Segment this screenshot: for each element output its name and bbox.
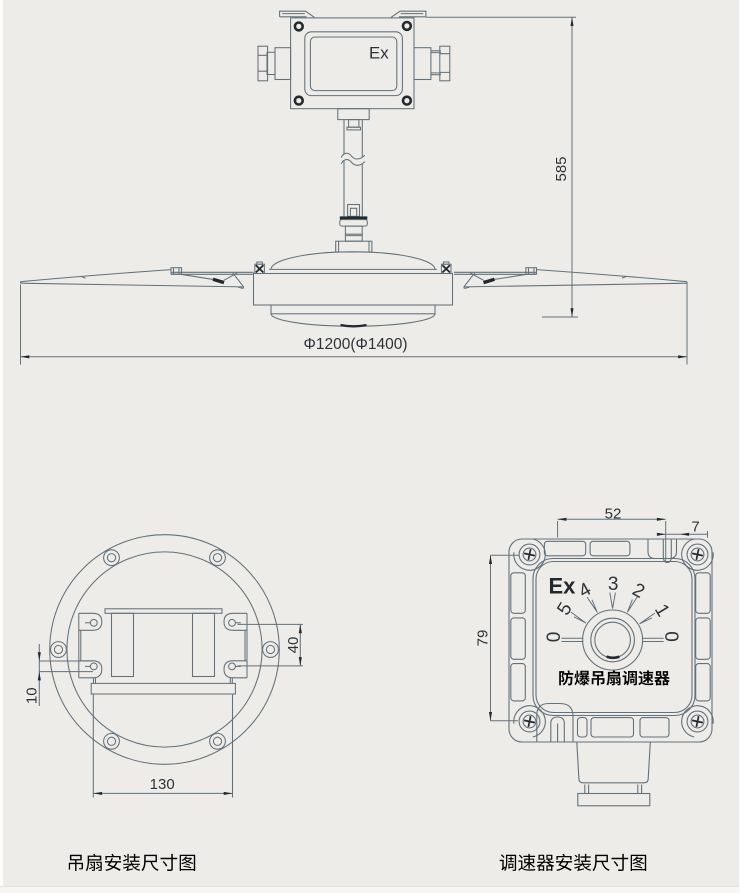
svg-text:4: 4 [575, 579, 595, 603]
svg-text:585: 585 [553, 156, 570, 181]
svg-text:1: 1 [650, 601, 673, 621]
svg-text:2: 2 [629, 579, 648, 603]
svg-text:130: 130 [150, 776, 175, 793]
svg-text:52: 52 [605, 505, 622, 522]
svg-text:10: 10 [24, 687, 41, 704]
svg-text:Φ1200(Φ1400): Φ1200(Φ1400) [303, 336, 407, 353]
svg-text:Ex: Ex [549, 574, 577, 599]
svg-text:0: 0 [544, 632, 565, 643]
svg-text:40: 40 [285, 637, 302, 654]
svg-text:79: 79 [475, 630, 492, 647]
svg-text:0: 0 [660, 631, 681, 642]
svg-text:5: 5 [553, 599, 576, 619]
svg-text:3: 3 [608, 574, 619, 595]
svg-text:7: 7 [691, 519, 699, 536]
svg-text:Ex: Ex [369, 43, 389, 62]
